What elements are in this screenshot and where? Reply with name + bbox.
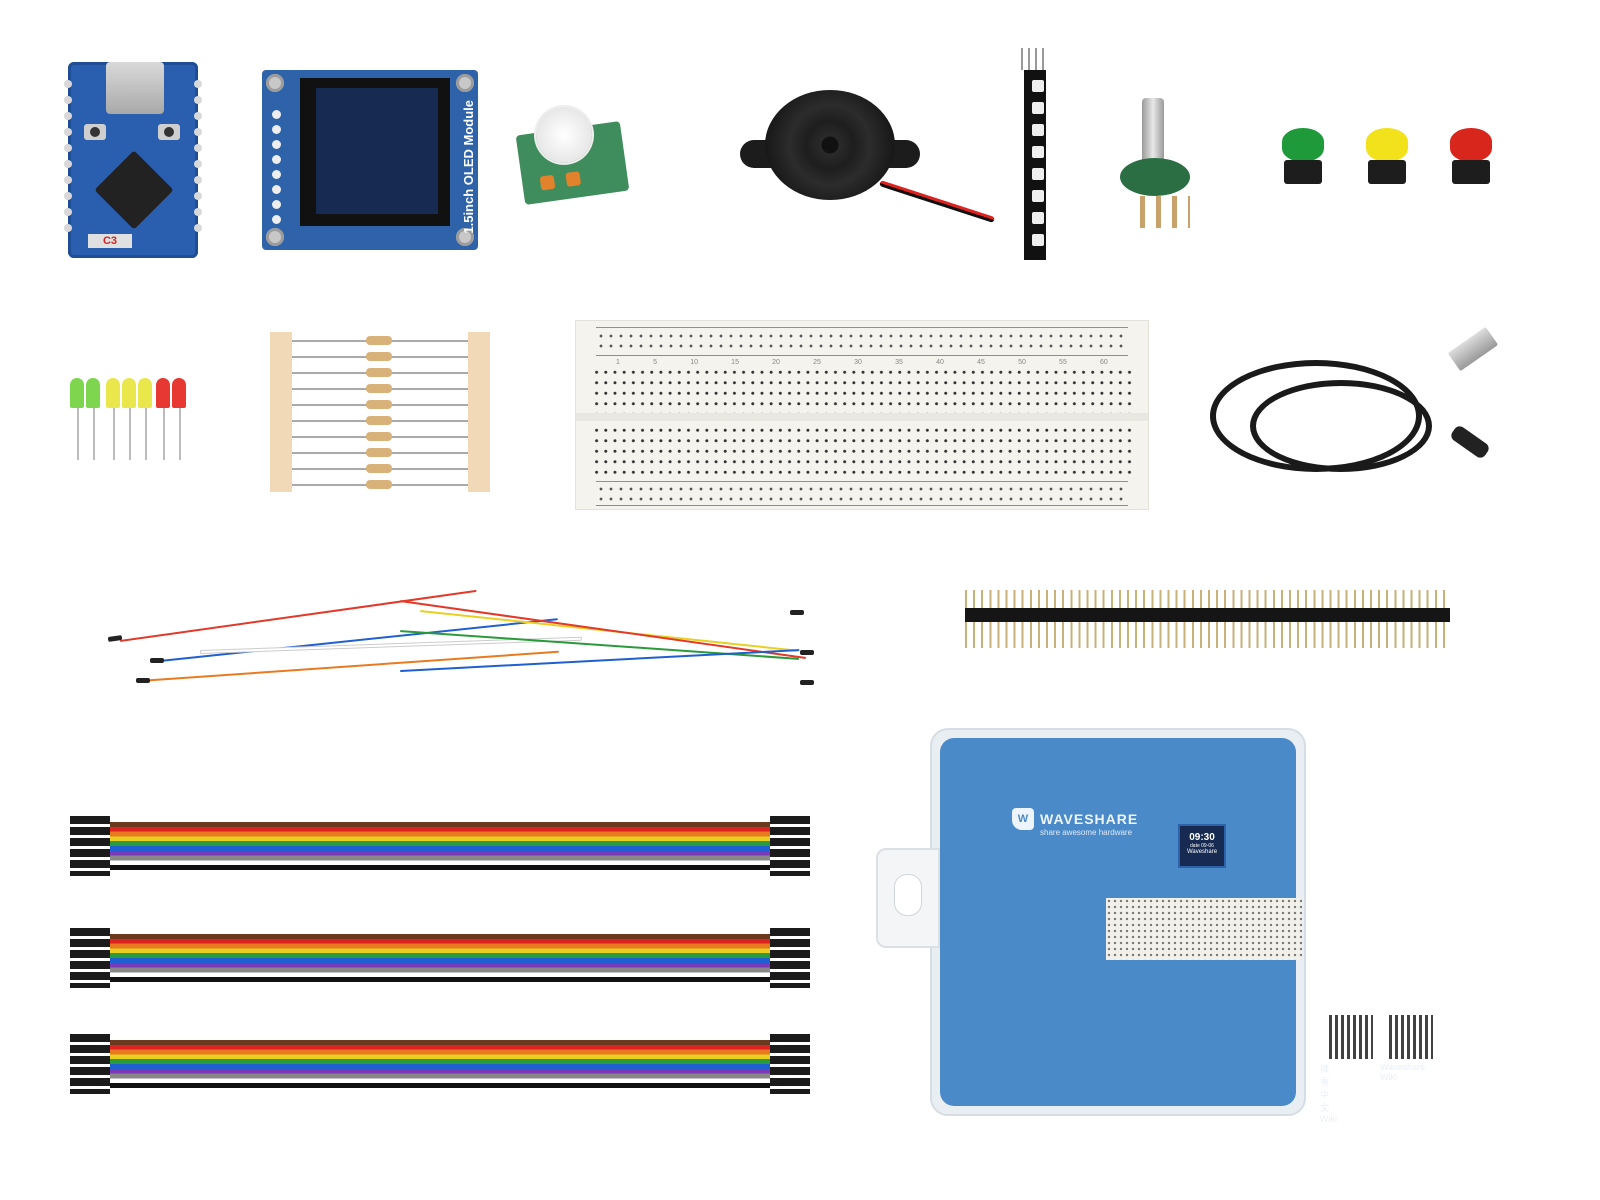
pot-legs xyxy=(1140,196,1190,228)
terminal-strip-bottom xyxy=(592,425,1132,477)
trim-pot xyxy=(539,174,556,191)
led-yellow xyxy=(138,378,152,408)
oled-label: 1.5inch OLED Module xyxy=(461,100,476,234)
resistor-strip xyxy=(270,332,490,492)
pot-shaft xyxy=(1142,98,1164,168)
waveshare-logo-icon: W xyxy=(1012,808,1034,830)
screw-icon xyxy=(266,228,284,246)
qr-label: Waveshare Wiki xyxy=(1380,1062,1426,1082)
usb-a-plug xyxy=(1447,326,1499,372)
power-rail-bottom xyxy=(596,484,1128,506)
qr-code-icon xyxy=(1326,1012,1376,1062)
esp-chip xyxy=(94,150,174,230)
pot-body xyxy=(1120,158,1190,196)
led-red xyxy=(172,378,186,408)
led-yellow xyxy=(122,378,136,408)
pin-header xyxy=(965,590,1450,648)
usb-c-plug xyxy=(1449,423,1491,461)
qr-code-icon xyxy=(1386,1012,1436,1062)
esp32-c3-board: C3 xyxy=(64,62,202,258)
push-button-green xyxy=(1278,128,1328,186)
screw-icon xyxy=(456,74,474,92)
reset-button xyxy=(158,124,180,140)
jumper-wire-bundle xyxy=(100,570,820,730)
led-red xyxy=(156,378,170,408)
left-pads xyxy=(64,80,72,232)
box-hanger xyxy=(876,848,940,948)
led-green xyxy=(86,378,100,408)
buzzer-body xyxy=(765,90,895,200)
mini-oled-illustration: 09:30 date 09-06 Waveshare xyxy=(1178,824,1226,868)
pir-sensor xyxy=(515,103,630,205)
storage-box: W WAVESHARE share awesome hardware 09:30… xyxy=(876,728,1436,1124)
right-pads xyxy=(194,80,202,232)
box-print: W WAVESHARE share awesome hardware 09:30… xyxy=(940,738,1436,1124)
led-strip-pins xyxy=(1021,48,1049,70)
ribbon-cable-male-male xyxy=(70,816,810,876)
usb-cable xyxy=(1210,326,1510,480)
brand-name: WAVESHARE xyxy=(1040,811,1139,827)
brand-tagline: share awesome hardware xyxy=(1040,828,1133,837)
boot-button xyxy=(84,124,106,140)
usb-c-port xyxy=(106,62,164,114)
trim-pot xyxy=(565,171,582,187)
oled-module: 1.5inch OLED Module xyxy=(262,70,478,250)
oled-pins xyxy=(272,110,281,224)
screw-icon xyxy=(266,74,284,92)
power-rail-top xyxy=(596,331,1128,353)
brand: W WAVESHARE xyxy=(1012,808,1138,830)
pir-dome xyxy=(532,103,596,167)
ribbon-cable-male-female xyxy=(70,1034,810,1094)
screw-icon xyxy=(456,228,474,246)
mini-breadboard-illustration xyxy=(1106,898,1302,960)
ribbon-cable-female-male xyxy=(70,928,810,988)
buzzer-wires xyxy=(879,180,996,223)
led-green xyxy=(70,378,84,408)
board-label: C3 xyxy=(88,234,132,248)
potentiometer xyxy=(1120,98,1200,228)
led-yellow xyxy=(106,378,120,408)
qr-label: 微雪中文 Wiki xyxy=(1320,1064,1337,1124)
terminal-strip-top xyxy=(592,367,1132,419)
oled-screen xyxy=(300,78,450,226)
rgb-led-strip xyxy=(1024,70,1046,260)
buzzer xyxy=(740,90,996,223)
push-button-yellow xyxy=(1362,128,1412,186)
push-button-red xyxy=(1446,128,1496,186)
